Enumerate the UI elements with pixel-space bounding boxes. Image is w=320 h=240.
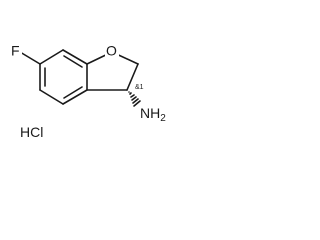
atom-oxygen: O [106, 43, 117, 59]
bond-c2-c3 [126, 63, 139, 91]
bond-c4-c3a [39, 89, 64, 105]
salt-label: HCl [20, 124, 43, 140]
chemical-structure: F O &1 NH2 HCl [10, 43, 172, 140]
amine-h-count: 2 [160, 113, 166, 124]
atom-fluorine: F [11, 43, 20, 59]
bond-c7-c6-inner [63, 55, 83, 68]
benzene-ring [39, 49, 88, 105]
bond-c3a-c7a-inner [63, 86, 83, 99]
amine-h: H [150, 105, 160, 121]
atom-amine: NH2 [140, 105, 166, 124]
bond-c7-c6 [62, 49, 88, 65]
stereo-bond-c3-n [128, 91, 141, 107]
stereo-label: &1 [135, 84, 144, 91]
bond-c6-c5 [39, 49, 64, 65]
bond-c3a-c7a [62, 89, 88, 105]
bond-c6-f [19, 51, 41, 65]
amine-n: N [140, 105, 150, 121]
